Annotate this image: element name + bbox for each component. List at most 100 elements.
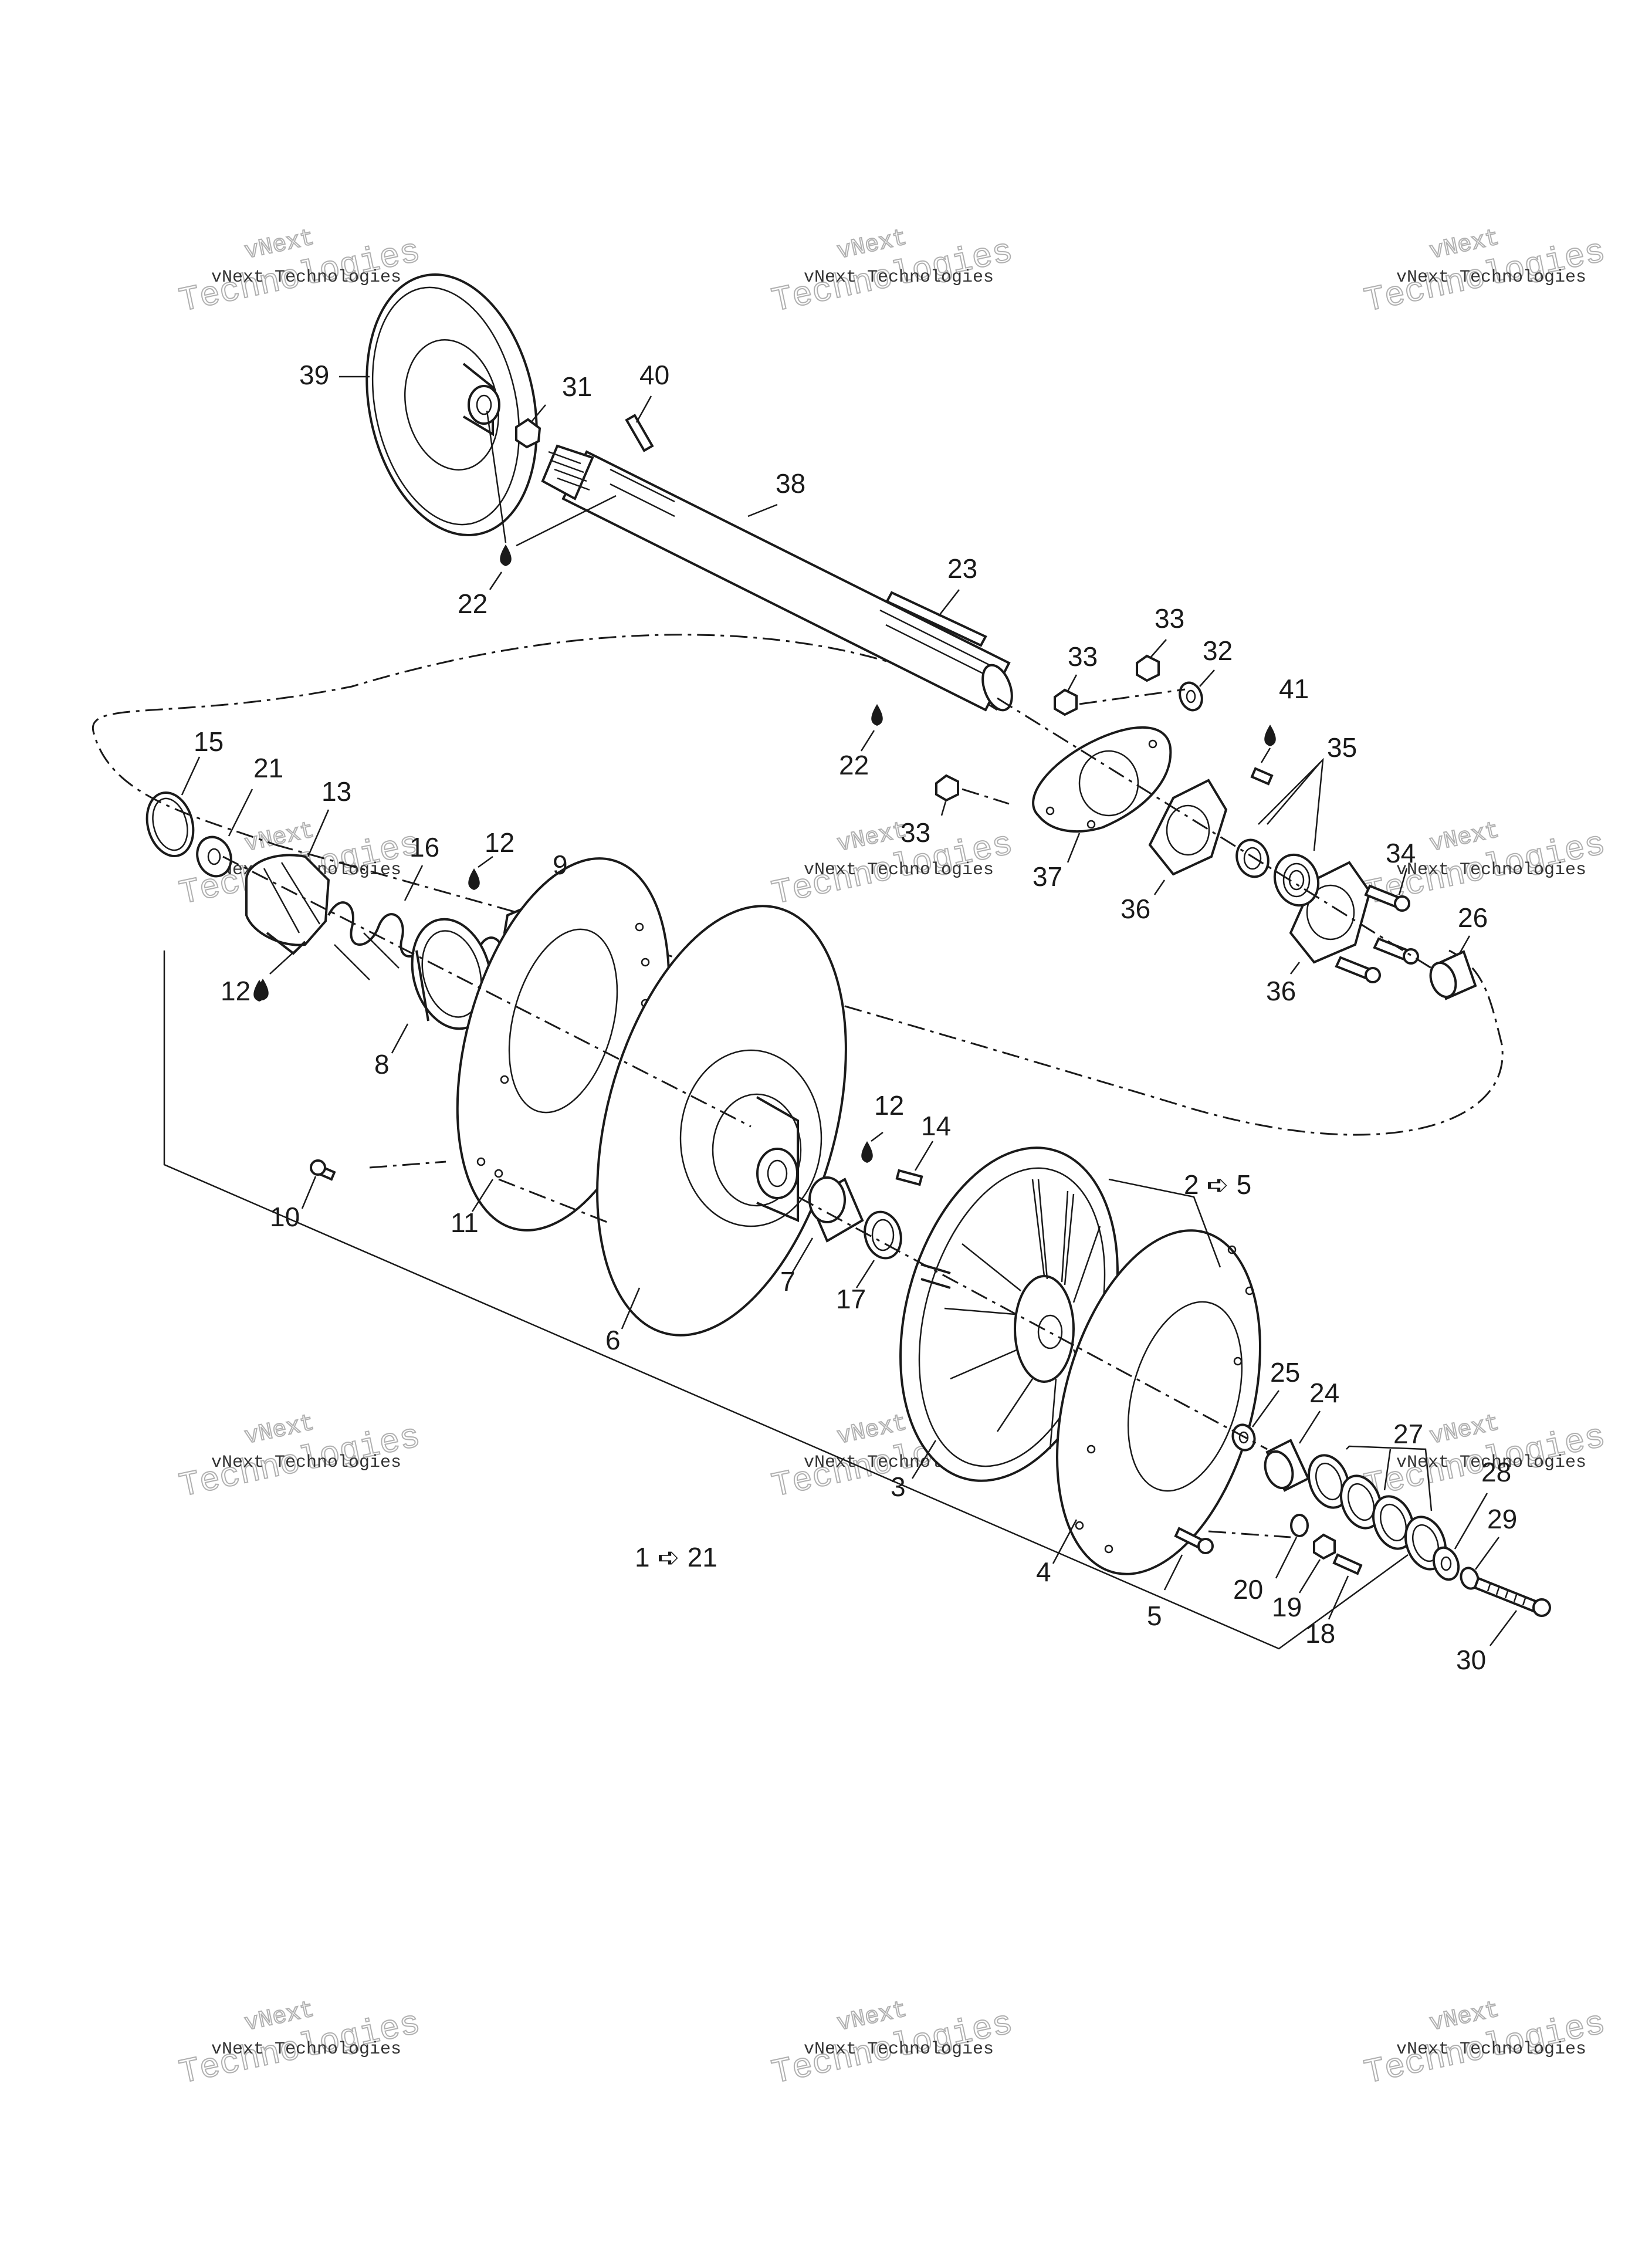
callout-6: 6 [605, 1325, 621, 1355]
part-40-key [625, 395, 654, 452]
grease-drop-icon [468, 868, 480, 890]
watermark-low-left: vNext Technologies vNext Technologies [175, 1410, 424, 1507]
callout-15: 15 [194, 726, 224, 757]
callout-31: 31 [562, 371, 592, 402]
callout-17: 17 [836, 1284, 866, 1314]
part-19-nut [1298, 1533, 1336, 1594]
part-6-sheave [596, 905, 847, 1337]
part-15-circlip [145, 756, 201, 858]
callout-27: 27 [1393, 1419, 1423, 1449]
callout-33-a: 33 [1068, 641, 1098, 672]
callout-labels: 1 ➪ 21 2 ➪ 5 3 4 5 6 7 8 9 10 11 12 12 1… [194, 360, 1517, 1675]
callout-22-a: 22 [458, 588, 488, 619]
callout-25: 25 [1270, 1357, 1300, 1388]
callout-22-b: 22 [839, 750, 869, 780]
callout-34: 34 [1386, 838, 1416, 868]
callout-33-b: 33 [1155, 603, 1184, 634]
callout-10: 10 [270, 1202, 300, 1232]
watermark-top-center: vNext Technologies vNext Technologies [768, 225, 1017, 322]
callout-26: 26 [1458, 902, 1488, 933]
part-20-washer [1275, 1514, 1309, 1579]
part-36-flange [1148, 779, 1372, 975]
callout-21: 21 [253, 753, 283, 783]
grease-drop-icon [1264, 725, 1276, 746]
part-22-lubricant [486, 410, 883, 752]
part-30-bolt [1473, 1577, 1551, 1646]
part-41-grease-fitting [1250, 725, 1276, 786]
part-39-sheave [339, 273, 538, 536]
callout-36-b: 36 [1266, 976, 1296, 1006]
callout-28: 28 [1481, 1457, 1511, 1487]
grease-drop-icon [257, 979, 269, 1000]
grease-drop-icon [871, 704, 883, 726]
part-10-screw [301, 1159, 446, 1209]
callout-18: 18 [1305, 1618, 1335, 1649]
callout-24: 24 [1309, 1378, 1339, 1408]
watermark-bottom-left: vNext Technologies vNext Technologies [175, 1997, 424, 2094]
part-29-washer [1460, 1537, 1500, 1590]
watermark-mid-center: vNext Technologies vNext Technologies [768, 817, 1017, 915]
callout-29: 29 [1487, 1504, 1517, 1534]
callout-2-5: 2 ➪ 5 [1184, 1169, 1251, 1200]
assembly-axis-line [1079, 688, 1186, 705]
part-17-washer [855, 1210, 902, 1288]
watermark-bottom-right: vNext Technologies vNext Technologies [1360, 1997, 1609, 2094]
watermark-text: vNext Technologies [1396, 268, 1586, 287]
callout-30: 30 [1456, 1645, 1486, 1675]
part-26-bushing [1429, 935, 1477, 1000]
part-37-plate [1032, 726, 1172, 863]
part-38-shaft [541, 444, 1013, 712]
callout-14: 14 [921, 1111, 951, 1141]
watermark-bottom-center: vNext Technologies vNext Technologies [768, 1997, 1017, 2094]
assembly-axis-line [797, 1196, 1268, 1450]
watermark-text: vNext Technologies [211, 268, 401, 287]
watermark-text: vNext Technologies [804, 860, 994, 880]
callout-35: 35 [1327, 732, 1357, 763]
callout-38: 38 [776, 468, 805, 499]
callout-5: 5 [1147, 1601, 1162, 1631]
callout-3: 3 [891, 1471, 906, 1502]
part-31-insert [515, 404, 546, 449]
watermark-text: vNext Technologies [211, 1453, 401, 1473]
callout-16: 16 [409, 832, 439, 862]
part-35-bearing [1235, 757, 1324, 907]
callout-7: 7 [780, 1266, 795, 1297]
callout-23: 23 [947, 553, 977, 584]
callout-1-21: 1 ➪ 21 [635, 1542, 717, 1572]
callout-13: 13 [321, 776, 351, 807]
callout-41: 41 [1279, 674, 1309, 704]
callout-32: 32 [1203, 635, 1233, 666]
assembly-axis-line [997, 697, 1432, 969]
callout-36-a: 36 [1120, 894, 1150, 924]
part-7-sleeve [791, 1176, 864, 1274]
part-14-key [895, 1141, 934, 1186]
callout-4: 4 [1036, 1557, 1051, 1587]
watermark-text: vNext Technologies [1396, 2039, 1586, 2059]
assembly-bracket-2-5 [1108, 1178, 1221, 1268]
part-33-nut [935, 639, 1167, 816]
part-32-washer [1179, 669, 1215, 712]
assembly-axis-line [498, 1178, 611, 1224]
callout-11: 11 [451, 1207, 479, 1238]
callout-12-b: 12 [221, 976, 250, 1006]
part-13-cam [245, 809, 330, 955]
watermark-text: vNext Technologies [804, 268, 994, 287]
assembly-axis-line [1208, 1530, 1291, 1538]
part-18-stud [1328, 1553, 1363, 1620]
part-28-washer [1432, 1493, 1488, 1581]
grease-drop-icon [500, 544, 512, 566]
assembly-bracket-1-21 [163, 950, 1409, 1650]
part-5-screw [1163, 1527, 1214, 1591]
assembly-axis-line [222, 855, 751, 1128]
grease-drop-icon [861, 1141, 873, 1163]
assembly-axis-line [962, 788, 1010, 805]
callout-37: 37 [1032, 861, 1062, 892]
callout-12-c: 12 [874, 1090, 904, 1121]
callout-19: 19 [1272, 1592, 1302, 1622]
callout-8: 8 [374, 1049, 390, 1080]
watermark-text: vNext Technologies [211, 2039, 401, 2059]
callout-39: 39 [299, 360, 329, 390]
watermark-text: vNext Technologies [1396, 860, 1586, 880]
watermark-top-right: vNext Technologies vNext Technologies [1360, 225, 1609, 322]
callout-40: 40 [639, 360, 669, 390]
